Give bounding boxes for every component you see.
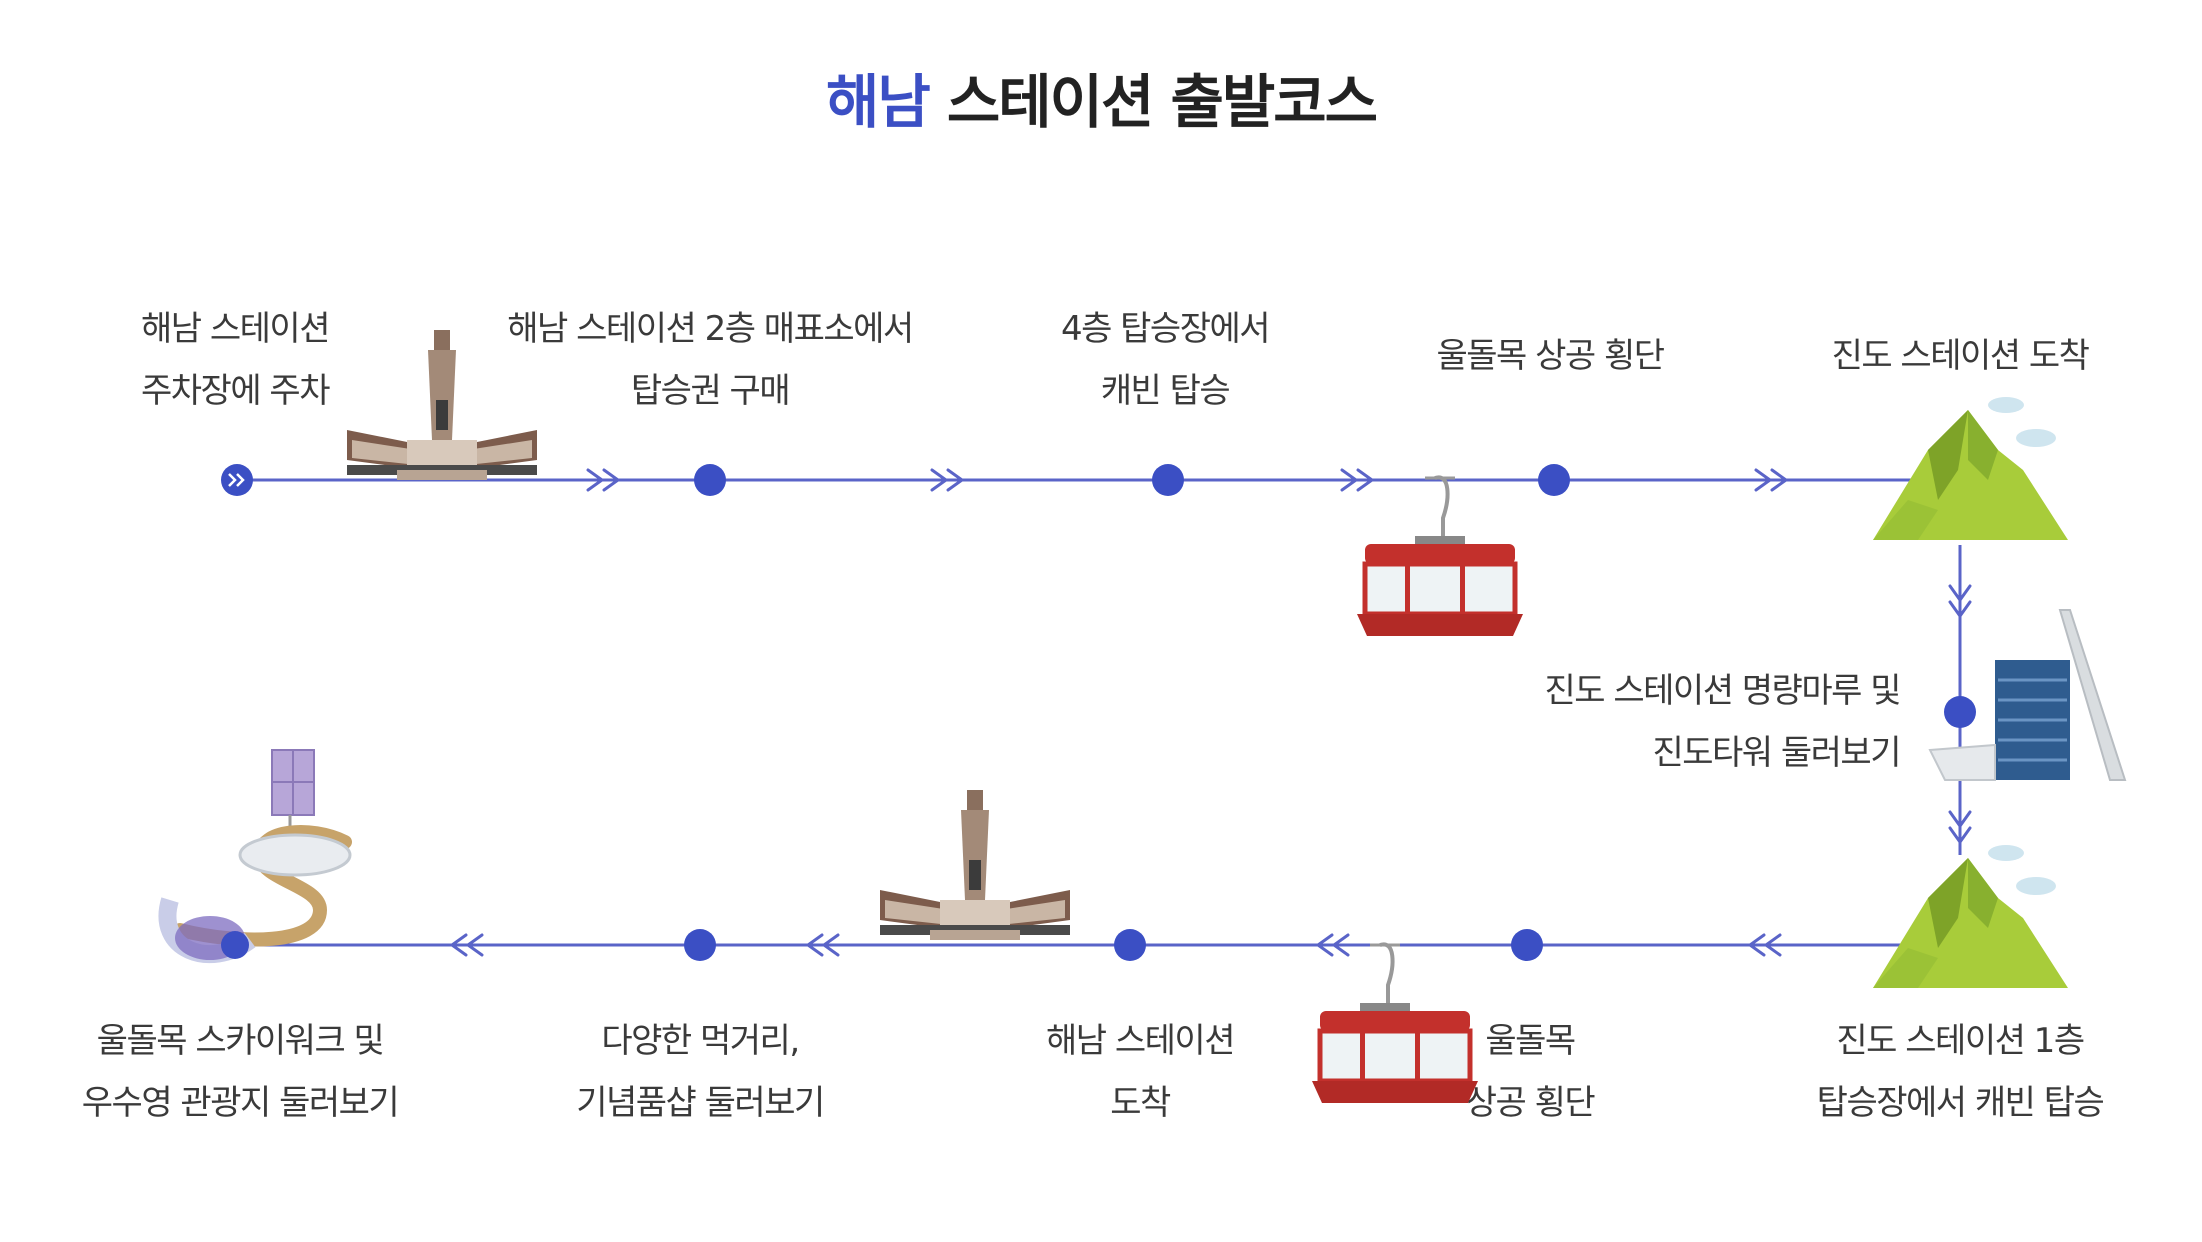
chevrons-bottom: [449, 933, 1782, 957]
step-label-line: 탑승권 구매: [630, 371, 791, 411]
step-label-line: 다양한 먹거리,: [601, 1021, 800, 1061]
step-label-line: 울돌목 상공 횡단: [1436, 336, 1665, 376]
step-label-parking: 해남 스테이션 주차장에 주차: [90, 298, 380, 422]
step-label-line: 기념품샵 둘러보기: [576, 1083, 825, 1123]
station-tower-icon: [347, 330, 537, 480]
step-label-line: 해남 스테이션: [1046, 1021, 1236, 1061]
skywalk-icon: [158, 749, 352, 964]
step-label-crossing: 울돌목 상공 횡단: [1380, 325, 1720, 387]
route-lines: [235, 478, 1962, 947]
step-label-line: 진도 스테이션 도착: [1831, 336, 2090, 376]
step-label-line: 도착: [1110, 1083, 1171, 1123]
node-dot: [1114, 929, 1146, 961]
step-label-line: 상공 횡단: [1465, 1083, 1596, 1123]
cable-car-icon: [1357, 475, 1523, 636]
step-label-line: 주차장에 주차: [141, 371, 331, 411]
route-nodes: [684, 464, 1976, 961]
node-dot: [1152, 464, 1184, 496]
step-label-line: 진도 스테이션 1층: [1836, 1021, 2085, 1061]
step-label-line: 탑승장에서 캐빈 탑승: [1816, 1083, 2105, 1123]
step-label-line: 울돌목 스카이워크 및: [96, 1021, 385, 1061]
chevrons-top: [586, 468, 1789, 492]
title-accent: 해남: [826, 68, 931, 136]
step-label-line: 해남 스테이션: [141, 309, 331, 349]
mountain-icon: [1873, 845, 2068, 988]
step-label-line: 진도 스테이션 명량마루 및: [1544, 671, 1901, 711]
step-label-food-shop: 다양한 먹거리, 기념품샵 둘러보기: [540, 1010, 860, 1134]
step-label-boarding: 4층 탑승장에서 캐빈 탑승: [1015, 298, 1315, 422]
step-label-return-crossing: 울돌목 상공 횡단: [1420, 1010, 1640, 1134]
step-label-jindo-boarding: 진도 스테이션 1층 탑승장에서 캐빈 탑승: [1790, 1010, 2130, 1134]
mountain-icon: [1873, 397, 2068, 540]
step-label-line: 해남 스테이션 2층 매표소에서: [507, 309, 914, 349]
cable-car-icon: [1312, 942, 1478, 1103]
station-tower-icon: [880, 790, 1070, 940]
step-label-line: 울돌목: [1485, 1021, 1576, 1061]
step-label-jindo-arrival: 진도 스테이션 도착: [1790, 325, 2130, 387]
step-label-line: 캐빈 탑승: [1100, 371, 1231, 411]
node-dot: [694, 464, 726, 496]
step-label-skywalk: 울돌목 스카이워크 및 우수영 관광지 둘러보기: [50, 1010, 430, 1134]
step-label-ticket: 해남 스테이션 2층 매표소에서 탑승권 구매: [480, 298, 940, 422]
page-title: 해남 스테이션 출발코스: [0, 55, 2202, 139]
node-dot: [1538, 464, 1570, 496]
jindo-tower-icon: [1928, 609, 2127, 781]
node-dot: [1511, 929, 1543, 961]
title-rest: 스테이션 출발코스: [928, 68, 1378, 136]
chevrons-right: [1948, 584, 1972, 845]
node-dot: [1944, 696, 1976, 728]
step-label-line: 우수영 관광지 둘러보기: [81, 1083, 400, 1123]
start-marker: [221, 464, 253, 496]
step-label-jindo-tour: 진도 스테이션 명량마루 및 진도타워 둘러보기: [1480, 660, 1901, 784]
step-label-haenam-arrival: 해남 스테이션 도착: [1010, 1010, 1270, 1134]
step-label-line: 진도타워 둘러보기: [1652, 733, 1901, 773]
node-dot: [684, 929, 716, 961]
step-label-line: 4층 탑승장에서: [1060, 309, 1271, 349]
